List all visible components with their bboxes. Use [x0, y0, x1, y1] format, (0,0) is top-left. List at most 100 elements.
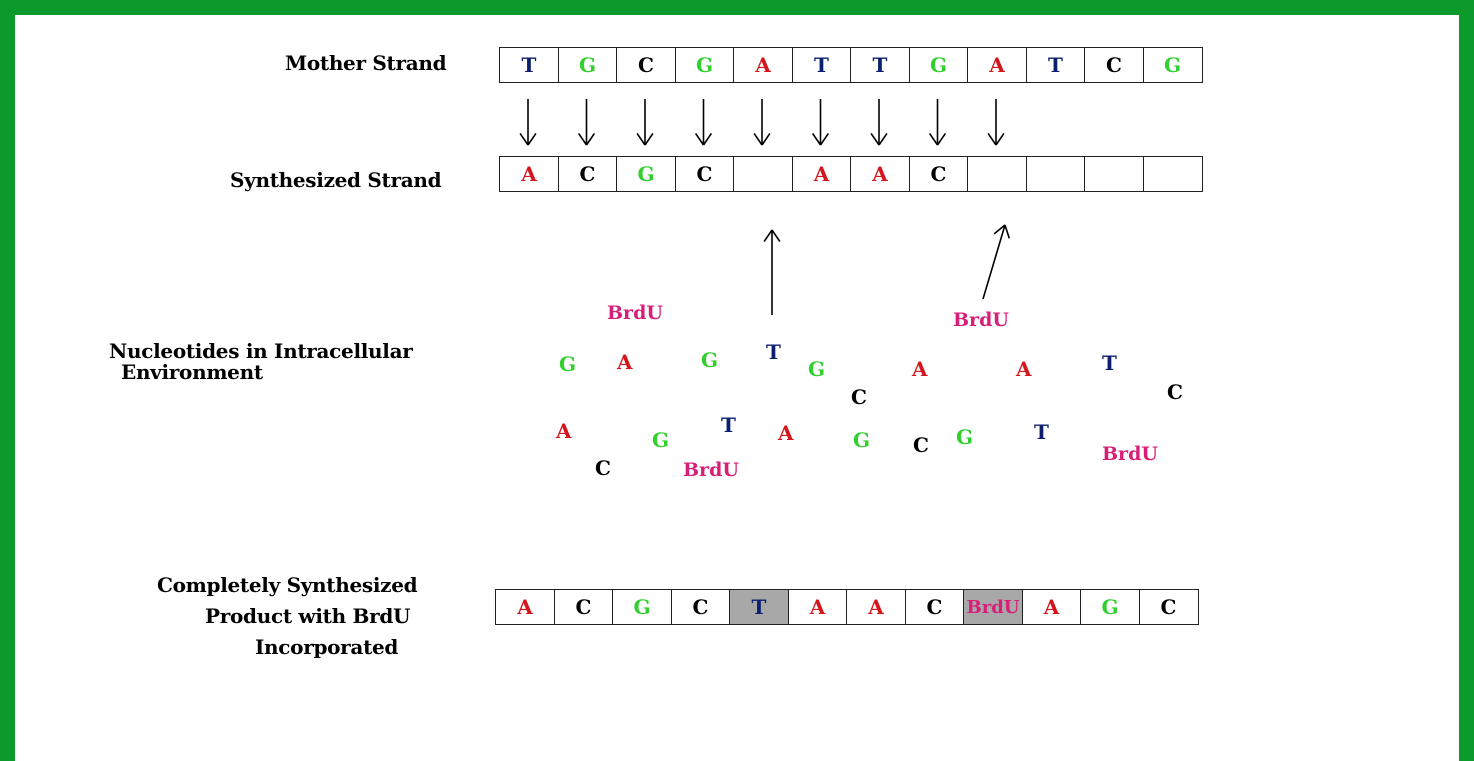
mother-strand-base: T: [872, 53, 888, 77]
environment-label-line1: Nucleotides in Intracellular: [109, 339, 413, 363]
free-nucleotide: C: [1167, 380, 1183, 404]
synthesized-strand-label: Synthesized Strand: [230, 168, 442, 192]
down-arrow-icon: [870, 99, 888, 146]
product-strand-cell: T: [729, 589, 789, 625]
mother-strand-cell: A: [733, 47, 793, 83]
synthesized-strand-cell: C: [674, 156, 735, 192]
free-nucleotide: G: [956, 425, 974, 449]
down-arrow-icon: [811, 99, 830, 146]
synthesized-strand-base: A: [813, 162, 830, 186]
mother-strand-base: G: [929, 53, 948, 77]
product-strand-cell: A: [1021, 589, 1082, 625]
synthesized-strand-base: A: [872, 162, 888, 186]
free-nucleotide: T: [721, 413, 736, 437]
product-strand-cell: C: [904, 589, 965, 625]
product-strand-base: C: [692, 595, 709, 619]
mother-strand-cell: G: [674, 47, 735, 83]
free-nucleotide: BrdU: [607, 302, 663, 324]
synthesized-strand-cell: A: [850, 156, 910, 192]
mother-strand-base: A: [755, 53, 771, 77]
mother-strand-cell: T: [850, 47, 910, 83]
down-arrow-icon: [694, 99, 713, 146]
mother-strand-base: G: [695, 53, 714, 77]
product-strand-cell: A: [495, 589, 555, 625]
product-label-line3: Incorporated: [255, 635, 399, 659]
mother-strand-base: T: [814, 53, 829, 77]
synthesized-strand-cell: [733, 156, 793, 192]
product-strand-cell: G: [612, 589, 672, 625]
up-arrow-icon: [982, 224, 1011, 300]
down-arrow-icon: [636, 99, 654, 146]
product-strand-base: C: [926, 595, 943, 619]
up-arrow-icon: [763, 229, 781, 315]
mother-strand-base: T: [1048, 53, 1063, 77]
product-strand-base: A: [868, 595, 884, 619]
mother-strand-cell: A: [967, 47, 1027, 83]
synthesized-strand-cell: [1142, 156, 1203, 192]
product-strand-base: A: [809, 595, 826, 619]
free-nucleotide: A: [1016, 357, 1032, 381]
product-strand-cell: A: [787, 589, 848, 625]
down-arrow-icon: [987, 99, 1005, 146]
mother-strand-cell: T: [791, 47, 852, 83]
synthesized-strand-base: C: [696, 162, 713, 186]
free-nucleotide: G: [808, 357, 826, 381]
product-strand-base: C: [575, 595, 592, 619]
product-strand-cell: BrdU: [963, 589, 1023, 625]
down-arrow-icon: [928, 99, 947, 146]
free-nucleotide: C: [913, 433, 929, 457]
synthesized-strand-base: C: [579, 162, 596, 186]
mother-strand-cell: C: [616, 47, 676, 83]
mother-strand-base: C: [638, 53, 654, 77]
environment-label-line2: Environment: [121, 360, 263, 384]
free-nucleotide: BrdU: [1102, 443, 1158, 465]
mother-strand-base: G: [1163, 53, 1182, 77]
product-strand-base: G: [633, 595, 651, 619]
free-nucleotide: G: [701, 348, 719, 372]
product-strand-cell: C: [553, 589, 614, 625]
free-nucleotide: A: [617, 350, 633, 374]
free-nucleotide: A: [556, 419, 572, 443]
product-label-line1: Completely Synthesized: [157, 573, 418, 597]
synthesized-strand-cell: [1025, 156, 1086, 192]
free-nucleotide: T: [1034, 420, 1049, 444]
free-nucleotide: BrdU: [953, 309, 1009, 331]
mother-strand-base: T: [521, 53, 537, 77]
product-strand-base: BrdU: [966, 596, 1020, 618]
mother-strand-base: G: [578, 53, 597, 77]
product-strand-cell: C: [670, 589, 731, 625]
mother-strand-label: Mother Strand: [285, 51, 447, 75]
synthesized-strand-base: G: [637, 162, 655, 186]
free-nucleotide: A: [912, 357, 928, 381]
product-strand-base: C: [1160, 595, 1177, 619]
down-arrow-icon: [519, 99, 537, 146]
down-arrow-icon: [577, 99, 596, 146]
product-strand-base: A: [1043, 595, 1060, 619]
mother-strand-cell: G: [557, 47, 618, 83]
free-nucleotide: A: [778, 421, 794, 445]
down-arrow-icon: [753, 99, 771, 146]
product-label-line2: Product with BrdU: [205, 604, 411, 628]
mother-strand-cell: T: [1025, 47, 1086, 83]
synthesized-strand-base: A: [521, 162, 537, 186]
free-nucleotide: BrdU: [683, 459, 739, 481]
synthesized-strand-cell: C: [908, 156, 969, 192]
free-nucleotide: T: [766, 340, 781, 364]
product-strand-cell: G: [1080, 589, 1140, 625]
mother-strand-cell: G: [908, 47, 969, 83]
free-nucleotide: G: [853, 428, 871, 452]
mother-strand-cell: G: [1142, 47, 1203, 83]
synthesized-strand-cell: A: [499, 156, 559, 192]
free-nucleotide: T: [1102, 351, 1117, 375]
product-strand-cell: A: [846, 589, 906, 625]
product-strand-cell: C: [1138, 589, 1199, 625]
synthesized-strand-cell: G: [616, 156, 676, 192]
product-strand-base: T: [751, 595, 767, 619]
free-nucleotide: C: [851, 385, 867, 409]
mother-strand-base: A: [989, 53, 1005, 77]
free-nucleotide: C: [595, 456, 611, 480]
